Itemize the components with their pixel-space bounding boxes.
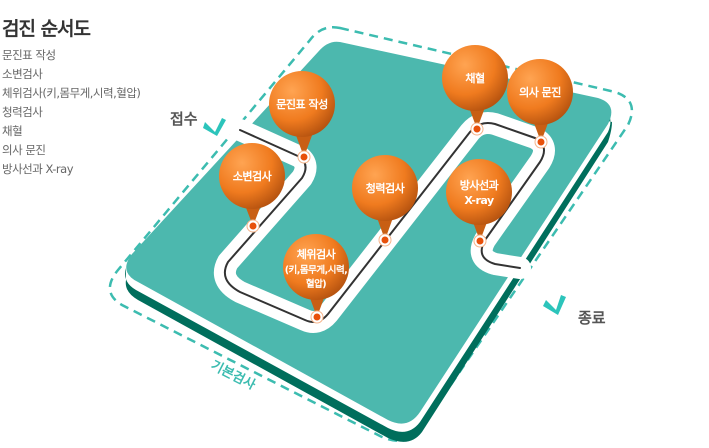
svg-text:방사선과: 방사선과 <box>460 178 499 192</box>
zone-outline <box>108 26 634 443</box>
end-arrow-icon <box>543 295 566 315</box>
svg-text:체위검사: 체위검사 <box>297 247 337 261</box>
svg-text:채혈: 채혈 <box>465 71 485 85</box>
bubble-questionnaire[interactable]: 문진표 작성 <box>269 71 335 164</box>
step-item: 의사 문진 <box>2 143 46 157</box>
step-list: 문진표 작성 소변검사 체위검사(키,몸무게,시력,혈압) 청력검사 채혈 의사… <box>2 46 141 179</box>
step-item: 방사선과 X-ray <box>2 162 74 176</box>
step-item: 체위검사(키,몸무게,시력,혈압) <box>2 86 141 100</box>
bubble-hearing-test[interactable]: 청력검사 <box>352 155 418 247</box>
svg-text:혈압): 혈압) <box>306 278 326 290</box>
bubble-body-measure[interactable]: 체위검사 (키,몸무게,시력, 혈압) <box>283 234 349 324</box>
svg-text:의사 문진: 의사 문진 <box>519 85 561 99</box>
bubble-urine-test[interactable]: 소변검사 <box>219 143 285 233</box>
step-item: 채혈 <box>2 124 23 138</box>
svg-text:소변검사: 소변검사 <box>233 169 273 183</box>
step-item: 청력검사 <box>2 105 43 119</box>
step-item: 문진표 작성 <box>2 48 56 62</box>
end-label: 종료 <box>578 309 606 327</box>
svg-text:청력검사: 청력검사 <box>366 181 406 195</box>
svg-text:문진표 작성: 문진표 작성 <box>276 97 327 111</box>
bubble-blood-test[interactable]: 채혈 <box>442 45 508 136</box>
start-arrow-icon <box>203 118 226 136</box>
page-title: 검진 순서도 <box>2 18 91 40</box>
svg-text:(키,몸무게,시력,: (키,몸무게,시력, <box>285 264 348 276</box>
bubble-doctor-consult[interactable]: 의사 문진 <box>507 59 573 149</box>
bubble-xray[interactable]: 방사선과 X-ray <box>446 159 512 248</box>
svg-text:X-ray: X-ray <box>464 194 494 207</box>
step-item: 소변검사 <box>2 67 43 81</box>
path-road <box>214 112 555 333</box>
start-label: 접수 <box>170 110 198 128</box>
